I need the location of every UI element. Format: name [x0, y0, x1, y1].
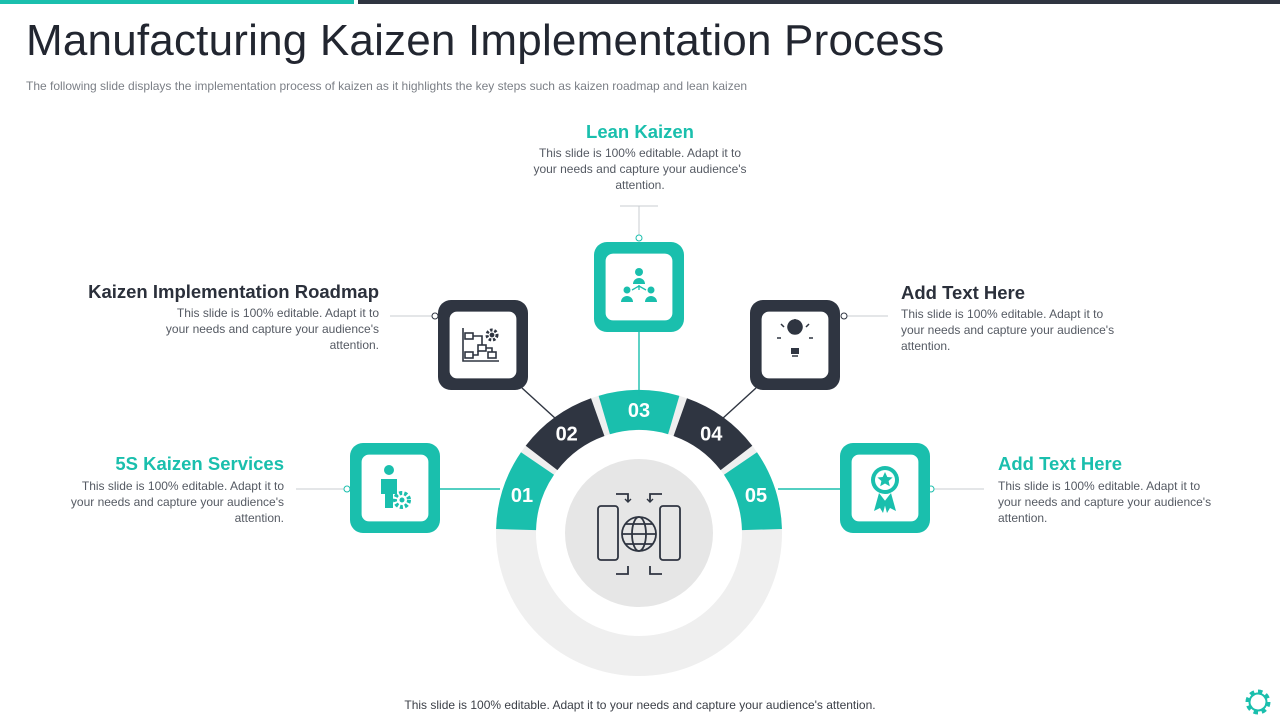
person-gear-icon	[381, 465, 411, 509]
step-number-05: 05	[745, 485, 767, 507]
step-number-03: 03	[628, 400, 650, 422]
team-hierarchy-icon	[621, 268, 657, 302]
step-04-body: This slide is 100% editable. Adapt it to…	[901, 307, 1115, 353]
step-01-text: 5S Kaizen Services This slide is 100% ed…	[24, 453, 284, 526]
flowchart-gear-icon	[462, 328, 499, 362]
step-03-body: This slide is 100% editable. Adapt it to…	[533, 146, 747, 192]
step-01-icon-box	[350, 443, 440, 533]
step-number-01: 01	[511, 485, 533, 507]
step-03-heading: Lean Kaizen	[586, 121, 694, 142]
step-05-text: Add Text Here This slide is 100% editabl…	[998, 453, 1258, 526]
step-04-icon-box	[750, 300, 840, 390]
step-01-heading: 5S Kaizen Services	[115, 453, 284, 474]
step-02-heading: Kaizen Implementation Roadmap	[88, 281, 379, 302]
step-04-heading: Add Text Here	[901, 282, 1026, 303]
step-segment-04	[673, 398, 753, 471]
page-subtitle: The following slide displays the impleme…	[26, 79, 748, 93]
step-05-heading: Add Text Here	[998, 453, 1123, 474]
step-segment-05	[723, 452, 782, 531]
footer-note: This slide is 100% editable. Adapt it to…	[404, 698, 876, 712]
connector-lines	[296, 205, 984, 490]
step-segment-02	[525, 398, 605, 471]
step-05-icon-box	[840, 443, 930, 533]
page-title: Manufacturing Kaizen Implementation Proc…	[26, 16, 945, 65]
step-01-body: This slide is 100% editable. Adapt it to…	[70, 479, 284, 525]
step-03-text: Lean Kaizen This slide is 100% editable.…	[520, 121, 760, 193]
step-number-02: 02	[556, 423, 578, 445]
top-accent-bar-teal	[0, 0, 354, 4]
award-ribbon-icon	[871, 466, 899, 513]
step-segment-01	[496, 452, 555, 531]
step-02-text: Kaizen Implementation Roadmap This slide…	[59, 281, 379, 353]
step-02-body: This slide is 100% editable. Adapt it to…	[165, 306, 379, 352]
step-02-icon-box	[438, 300, 528, 390]
step-segment-03	[598, 390, 680, 435]
step-04-text: Add Text Here This slide is 100% editabl…	[901, 282, 1161, 354]
top-accent-bar-dark	[358, 0, 1280, 4]
globe-devices-icon	[597, 493, 681, 575]
step-03-icon-box	[594, 242, 684, 332]
lightbulb-icon	[777, 319, 813, 357]
step-segments: 01 02 03 04 05	[496, 390, 782, 531]
step-number-04: 04	[700, 423, 723, 445]
gear-icon	[1245, 689, 1271, 715]
center-disc	[565, 459, 713, 607]
step-05-body: This slide is 100% editable. Adapt it to…	[998, 479, 1212, 525]
